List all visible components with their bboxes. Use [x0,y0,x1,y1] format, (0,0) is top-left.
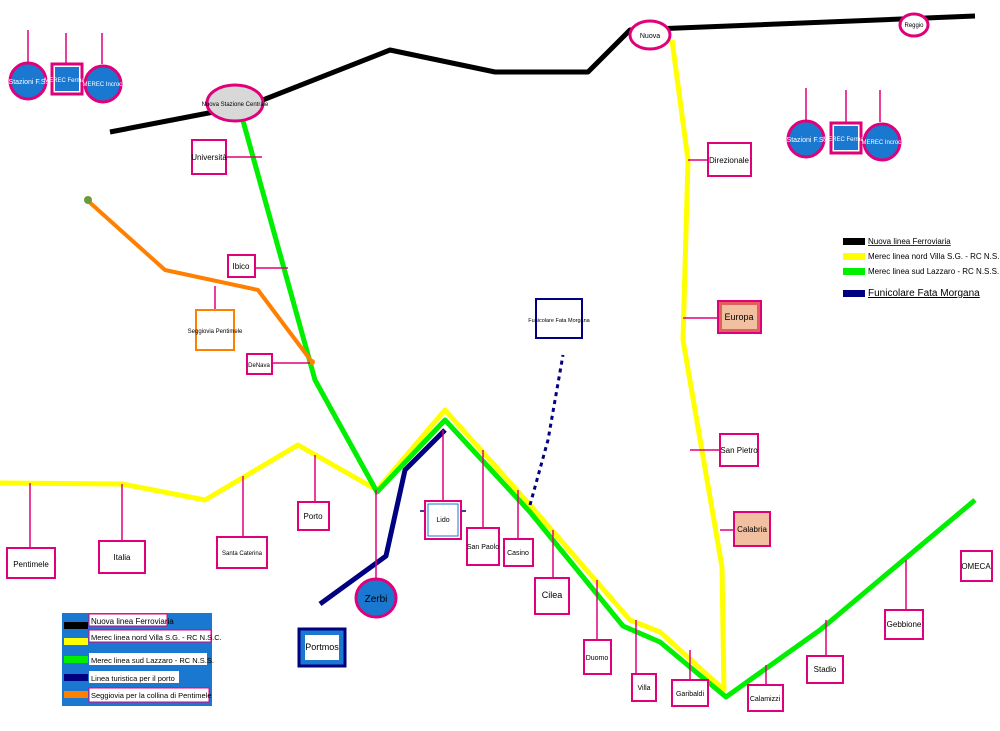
station-villa-label: Villa [637,685,650,692]
station-italia[interactable]: Italia [98,540,146,574]
key-left: Stazioni F.S. MEREC Fermate MEREC Incroc… [8,61,124,104]
legend-right-item-2: Merec linea sud Lazzaro - RC N.S.S. [868,267,999,276]
station-ibico[interactable]: Ibico [227,254,256,278]
legend-right-item-0: Nuova linea Ferroviaria [868,237,951,246]
station-duomo-label: Duomo [586,655,609,662]
station-calabria-label: Calabria [737,525,767,534]
station-denava-label: DeNava [248,363,270,369]
station-omeca-label: OMECA [961,562,991,571]
legend-bottom-item-1: Merec linea nord Villa S.G. - RC N.S.C. [91,633,222,642]
connectors [27,30,907,685]
station-denava[interactable]: DeNava [246,353,273,375]
legend-right-item-3: Funicolare Fata Morgana [868,288,980,299]
station-calamizzi[interactable]: Calamizzi [747,684,784,712]
station-calamizzi-label: Calamizzi [750,696,781,703]
station-porto[interactable]: Porto [297,501,330,531]
station-stadio[interactable]: Stadio [806,655,844,684]
station-reggio-label: Reggio [904,23,924,29]
legend-right-item-1: Merec linea nord Villa S.G. - RC N.S.C. [868,252,1000,261]
station-europa-label: Europa [724,312,753,322]
seggiovia-denava-dot [309,359,315,365]
station-casino-label: Casino [507,550,529,557]
station-cilea-label: Cilea [542,590,563,600]
key-incroci-label: MEREC Incroci [82,82,123,88]
station-gebbione[interactable]: Gebbione [884,609,924,640]
line-nord [0,39,727,693]
station-funicolare[interactable]: Funicolare Fata Morgana [528,298,591,339]
station-zerbi-label: Zerbi [365,594,388,605]
station-zerbi[interactable]: Zerbi [354,577,398,619]
station-universita[interactable]: Università [191,139,227,175]
line-funicolare-dashed [528,354,565,506]
key-right-incroci-symbol [862,122,902,162]
legend-bottom: Nuova linea Ferroviaria Merec linea nord… [62,613,222,706]
station-cilea[interactable]: Cilea [534,577,570,615]
legend-right: Nuova linea Ferroviaria Merec linea nord… [843,237,1000,299]
station-san-pietro-label: San Pietro [720,446,758,455]
seggiovia-end-dot [84,196,92,204]
line-sud [237,109,977,700]
station-omeca[interactable]: OMECA [960,550,993,582]
station-nuova-top-label: Nuova [640,33,660,40]
station-reggio[interactable]: Reggio [898,12,930,38]
key-right-stazioni-symbol [786,119,826,159]
station-direzionale-label: Direzionale [709,156,750,165]
line-funicolare-porto [318,428,447,607]
key-incroci-symbol [83,64,123,104]
station-calabria[interactable]: Calabria [733,511,771,547]
station-nuova-centrale[interactable]: Nuova Stazione Centrale [202,83,269,123]
station-lido[interactable]: Lido [424,500,462,540]
station-san-paolo-label: San Paolo [467,544,499,551]
key-stazioni-symbol [8,61,48,101]
legend-bottom-item-3: Linea turistica per il porto [91,674,175,683]
key-fermate-label: MEREC Fermate [44,78,90,84]
key-right: Stazioni F.S. MEREC Fermate MEREC Incroc… [786,119,903,162]
station-villa[interactable]: Villa [631,673,657,702]
key-stazioni-label: Stazioni F.S. [9,79,48,86]
station-nuova-centrale-label: Nuova Stazione Centrale [202,102,269,108]
station-porto-label: Porto [303,512,323,521]
station-europa[interactable]: Europa [717,300,762,334]
station-garibaldi[interactable]: Garibaldi [671,679,709,707]
station-universita-label: Università [191,153,227,162]
station-direzionale[interactable]: Direzionale [707,142,752,177]
station-pentimele[interactable]: Pentimele [6,547,56,579]
key-right-fermate-label: MEREC Fermate [823,137,869,143]
station-garibaldi-label: Garibaldi [676,691,704,698]
station-funicolare-label: Funicolare Fata Morgana [528,318,590,324]
station-italia-label: Italia [114,553,131,562]
station-seggiovia[interactable]: Seggiovia Pentimele [188,309,243,351]
line-seggiovia [85,198,314,364]
station-duomo[interactable]: Duomo [583,639,612,675]
station-portmos-label: Portmos [305,642,339,652]
station-nuova-top[interactable]: Nuova [628,19,672,51]
station-santa-caterina-label: Santa Caterina [222,551,263,557]
station-seggiovia-label: Seggiovia Pentimele [188,329,243,335]
legend-bottom-item-2: Merec linea sud Lazzaro - RC N.S.S. [91,656,214,665]
legend-bottom-item-0: Nuova linea Ferroviaria [91,617,174,626]
station-san-pietro[interactable]: San Pietro [719,433,759,467]
station-portmos[interactable]: Portmos [297,627,347,668]
station-lido-label: Lido [436,517,449,524]
station-stadio-label: Stadio [814,665,837,674]
station-pentimele-label: Pentimele [13,560,49,569]
legend-bottom-item-4: Seggiovia per la collina di Pentimele [91,691,212,700]
station-santa-caterina[interactable]: Santa Caterina [216,536,268,569]
station-gebbione-label: Gebbione [887,620,922,629]
station-ibico-label: Ibico [233,262,250,271]
station-casino[interactable]: Casino [503,538,534,567]
station-san-paolo[interactable]: San Paolo [466,527,500,566]
key-right-incroci-label: MEREC Incroci [861,140,902,146]
key-right-stazioni-label: Stazioni F.S. [787,137,826,144]
